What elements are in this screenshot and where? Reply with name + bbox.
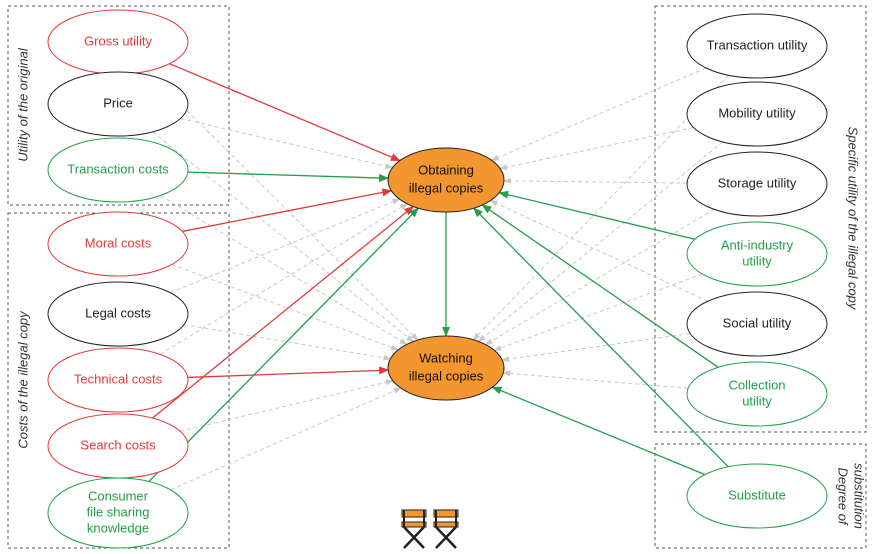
node-gross[interactable]: Gross utility xyxy=(47,9,189,75)
dashed-edges xyxy=(146,63,730,491)
node-ellipse-collection xyxy=(686,361,828,427)
edge-moral-to-obtaining xyxy=(182,188,393,233)
node-ellipse-technical xyxy=(47,347,189,413)
director-chair-icon xyxy=(401,509,427,549)
group-label-degree-line2: substitution xyxy=(852,463,867,529)
node-label-consumer: file sharing xyxy=(87,504,150,519)
node-moral[interactable]: Moral costs xyxy=(47,211,189,277)
node-ellipse-consumer xyxy=(47,477,189,549)
dashed-edge-moral-watching xyxy=(171,263,400,351)
dashed-edge-transaction_utility-obtaining xyxy=(490,67,707,161)
node-label-search: Search costs xyxy=(80,437,156,452)
node-label-transaction_costs: Transaction costs xyxy=(67,161,169,176)
node-label-collection: Collection xyxy=(728,377,785,392)
node-legal[interactable]: Legal costs xyxy=(47,281,189,347)
edge-consumer-to-obtaining xyxy=(148,207,420,483)
dashed-edge-storage-obtaining xyxy=(502,177,688,184)
edge-transaction_costs-to-obtaining xyxy=(187,171,390,182)
dashed-edge-collection-watching xyxy=(502,370,689,389)
dashed-edge-storage-watching xyxy=(484,208,715,346)
node-label-gross: Gross utility xyxy=(84,33,152,48)
group-label-degree-line1: Degree of xyxy=(836,467,851,525)
group-label-specific-utility: Specific utility of the illegal copy xyxy=(846,127,861,311)
node-transaction_costs[interactable]: Transaction costs xyxy=(47,137,189,203)
group-box-degree-substitution xyxy=(654,443,867,549)
node-price[interactable]: Price xyxy=(47,71,189,137)
node-substitute[interactable]: Substitute xyxy=(686,463,828,529)
node-label-storage: Storage utility xyxy=(718,175,797,190)
node-technical[interactable]: Technical costs xyxy=(47,347,189,413)
dashed-edge-social-obtaining xyxy=(489,200,709,302)
dashed-edge-transaction_utility-watching xyxy=(472,74,730,341)
node-label-legal: Legal costs xyxy=(85,305,151,320)
node-label-social: Social utility xyxy=(723,315,792,330)
node-ellipse-obtaining xyxy=(387,147,505,213)
node-obtaining[interactable]: Obtaining illegal copies xyxy=(387,147,505,213)
node-ellipse-social xyxy=(686,291,828,357)
node-ellipse-anti_industry xyxy=(686,221,828,287)
node-social[interactable]: Social utility xyxy=(686,291,828,357)
dashed-edge-legal-obtaining xyxy=(170,198,401,294)
node-storage[interactable]: Storage utility xyxy=(686,151,828,217)
node-label-mobility: Mobility utility xyxy=(718,105,796,120)
node-ellipse-price xyxy=(47,71,189,137)
highlighted-edges xyxy=(148,63,729,483)
node-label-collection: utility xyxy=(742,393,772,408)
node-watching[interactable]: Watching illegal copies xyxy=(387,335,505,401)
dashed-edge-transaction_costs-watching xyxy=(160,195,408,345)
edge-anti_industry-to-obtaining xyxy=(498,190,696,240)
group-label-costs-illegal: Costs of the illegal copy xyxy=(15,310,30,449)
node-label-moral: Moral costs xyxy=(85,235,152,250)
edge-substitute-to-watching xyxy=(491,386,706,476)
node-ellipse-legal xyxy=(47,281,189,347)
dashed-edge-mobility-watching xyxy=(477,141,724,343)
node-ellipse-transaction_costs xyxy=(47,137,189,203)
dashed-edge-consumer-watching xyxy=(170,387,402,491)
group-label-utility-original: Utility of the original xyxy=(15,47,30,162)
node-search[interactable]: Search costs xyxy=(47,413,189,479)
dashed-edge-mobility-obtaining xyxy=(499,126,694,170)
node-label-watching: illegal copies xyxy=(409,368,484,383)
node-label-substitute: Substitute xyxy=(728,487,786,502)
node-label-anti_industry: Anti-industry xyxy=(721,237,794,252)
director-chair-icon xyxy=(433,509,459,549)
edge-technical-to-watching xyxy=(187,366,390,379)
edge-search-to-obtaining xyxy=(151,205,415,419)
node-label-price: Price xyxy=(103,95,133,110)
dashed-edge-technical-obtaining xyxy=(159,203,408,355)
node-mobility[interactable]: Mobility utility xyxy=(686,81,828,147)
node-label-obtaining: Obtaining xyxy=(418,162,474,177)
dashed-edge-price-obtaining xyxy=(180,117,394,169)
edge-collection-to-obtaining xyxy=(481,204,719,368)
node-ellipse-watching xyxy=(387,335,505,401)
dashed-edge-anti_industry-watching xyxy=(493,273,703,351)
node-label-technical: Technical costs xyxy=(74,371,163,386)
node-label-anti_industry: utility xyxy=(742,253,772,268)
edge-gross-to-obtaining xyxy=(169,63,401,162)
node-label-transaction_utility: Transaction utility xyxy=(707,37,808,52)
node-label-obtaining: illegal copies xyxy=(409,180,484,195)
node-ellipse-moral xyxy=(47,211,189,277)
dashed-edge-social-watching xyxy=(501,332,691,363)
node-label-watching: Watching xyxy=(419,350,473,365)
node-ellipse-storage xyxy=(686,151,828,217)
node-label-consumer: Consumer xyxy=(88,488,149,503)
group-box-utility-original xyxy=(7,5,230,206)
node-label-consumer: knowledge xyxy=(87,520,149,535)
edge-substitute-to-obtaining xyxy=(472,207,729,468)
node-ellipse-substitute xyxy=(686,463,828,529)
dashed-edge-gross-watching xyxy=(146,70,419,341)
dashed-edge-search-watching xyxy=(179,379,394,432)
node-ellipse-mobility xyxy=(686,81,828,147)
node-transaction_utility[interactable]: Transaction utility xyxy=(686,13,828,79)
node-ellipse-transaction_utility xyxy=(686,13,828,79)
